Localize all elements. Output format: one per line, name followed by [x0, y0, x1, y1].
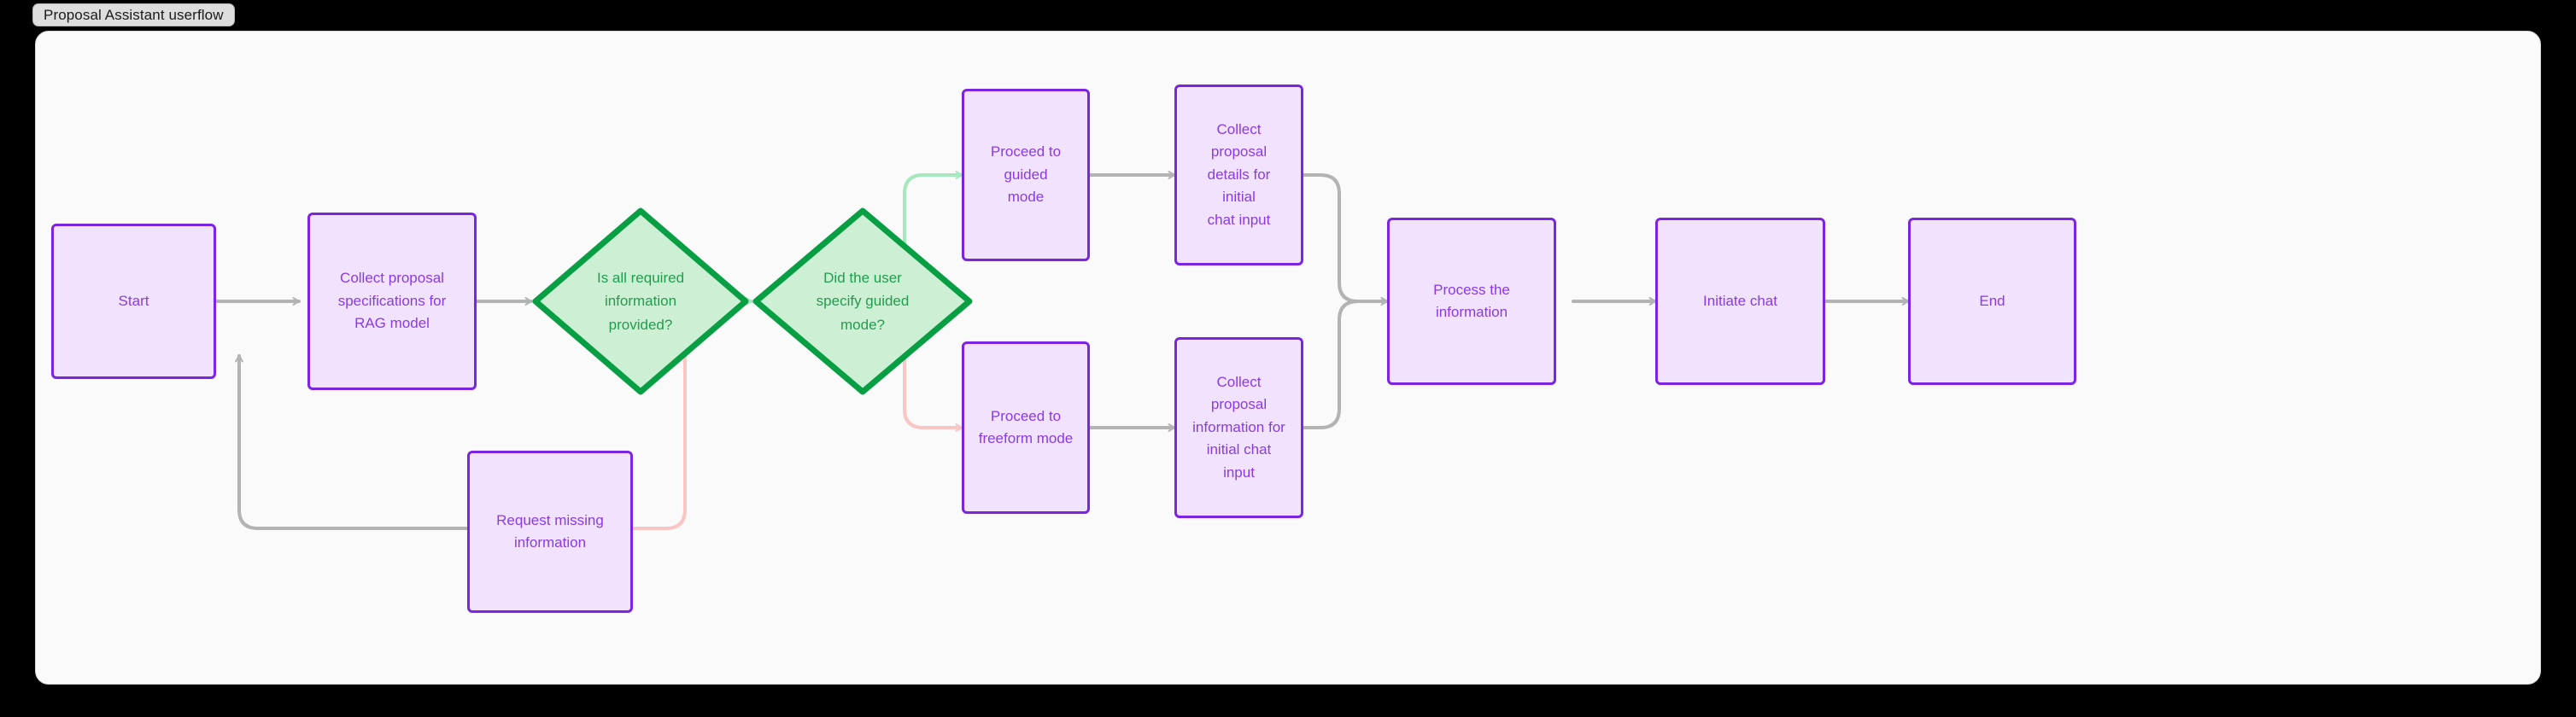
node-start-label: Start	[118, 292, 149, 309]
node-decision-mode-label: Did the user specify guided mode?	[816, 270, 910, 333]
node-request-missing-label: Request missing information	[496, 511, 604, 551]
node-guided-details[interactable]: Collect proposal details for initial cha…	[1174, 85, 1303, 265]
diagram-canvas[interactable]: Start Collect proposal specifications fo…	[35, 31, 2541, 685]
node-guided-mode-label: Proceed to guided mode	[990, 143, 1062, 206]
node-process-info-label: Process the information	[1433, 281, 1510, 320]
window-title-tab[interactable]: Proposal Assistant userflow	[32, 3, 235, 26]
node-freeform-mode-label: Proceed to freeform mode	[978, 407, 1074, 446]
node-decision-info-label: Is all required information provided?	[596, 270, 685, 333]
node-process-info[interactable]: Process the information	[1387, 218, 1556, 385]
node-freeform-details[interactable]: Collect proposal information for initial…	[1174, 337, 1303, 518]
node-collect-specs-label: Collect proposal specifications for RAG …	[337, 270, 447, 332]
node-initiate-chat[interactable]: Initiate chat	[1655, 218, 1825, 385]
node-start[interactable]: Start	[51, 224, 216, 379]
node-guided-mode[interactable]: Proceed to guided mode	[962, 89, 1090, 261]
node-freeform-details-label: Collect proposal information for initial…	[1192, 374, 1285, 481]
window-title-text: Proposal Assistant userflow	[44, 6, 224, 23]
node-collect-specs[interactable]: Collect proposal specifications for RAG …	[307, 213, 477, 390]
edge-guided-details-to-process-info	[1302, 173, 1389, 306]
edge-freeform-details-to-process-info	[1302, 297, 1389, 429]
node-end[interactable]: End	[1908, 218, 2076, 385]
node-guided-details-label: Collect proposal details for initial cha…	[1207, 121, 1271, 228]
node-request-missing[interactable]: Request missing information	[467, 451, 633, 613]
node-decision-info[interactable]: Is all required information provided?	[531, 207, 750, 396]
node-decision-mode[interactable]: Did the user specify guided mode?	[752, 207, 974, 396]
node-freeform-mode[interactable]: Proceed to freeform mode	[962, 341, 1090, 514]
node-initiate-chat-label: Initiate chat	[1703, 292, 1777, 309]
node-end-label: End	[1979, 292, 2005, 309]
